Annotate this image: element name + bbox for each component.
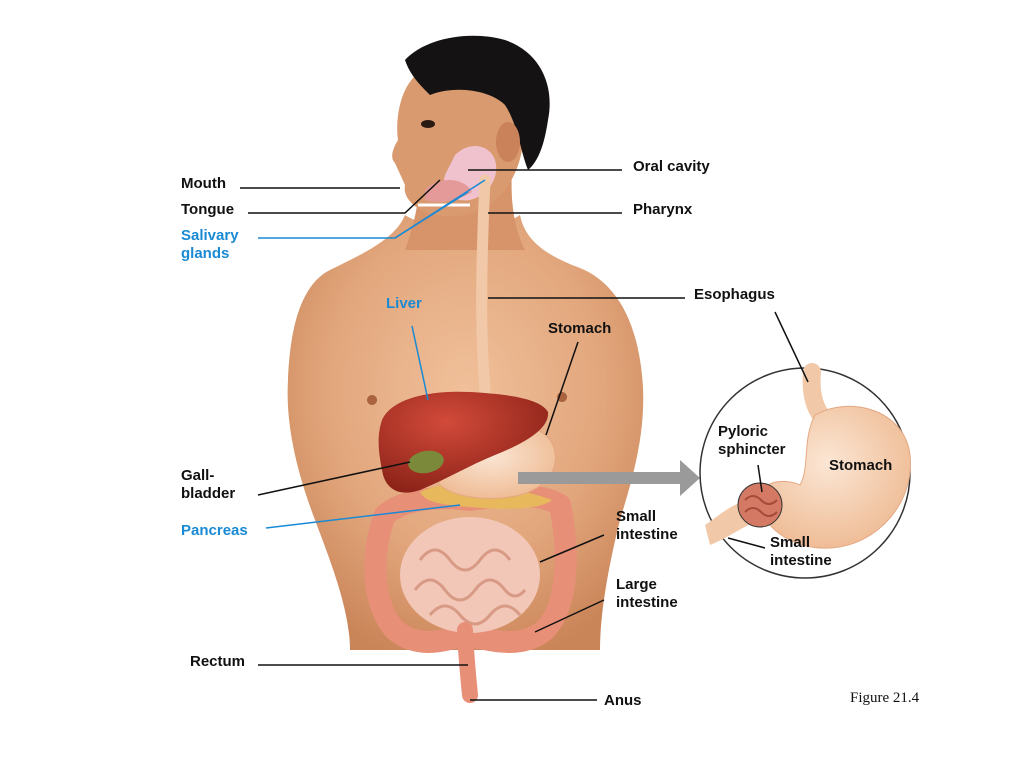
label-mouth: Mouth: [181, 175, 226, 192]
inset-arrow: [518, 460, 700, 496]
label-inset-stomach: Stomach: [829, 457, 893, 474]
gallbladder: [408, 450, 444, 474]
leader-lines-blue: [258, 179, 486, 529]
label-tongue: Tongue: [181, 201, 235, 218]
label-stomach: Stomach: [548, 320, 612, 337]
label-large-intestine: Large intestine: [616, 576, 678, 611]
leader-lines: [240, 169, 809, 701]
label-esophagus: Esophagus: [694, 286, 775, 303]
figure-number: Figure 21.4: [850, 690, 920, 706]
label-inset-small-intestine: Small intestine: [770, 534, 832, 569]
label-gallbladder: Gall- bladder: [181, 467, 236, 502]
inset-sphincter-folds: [744, 495, 778, 517]
label-pyloric-sphincter: Pyloric sphincter: [718, 423, 786, 458]
ear: [496, 122, 520, 162]
label-liver: Liver: [386, 295, 422, 312]
label-oral-cavity: Oral cavity: [633, 158, 710, 175]
inset-pyloric-sphincter: [737, 482, 783, 528]
label-anus: Anus: [604, 692, 642, 709]
label-pharynx: Pharynx: [633, 201, 693, 218]
label-salivary-glands: Salivary glands: [181, 227, 239, 262]
hair: [405, 35, 550, 170]
small-intestine: [400, 517, 540, 633]
label-rectum: Rectum: [190, 653, 246, 670]
inset-stomach: [759, 405, 911, 549]
eye: [421, 120, 435, 128]
small-intestine-coils: [413, 548, 527, 626]
label-small-intestine: Small intestine: [616, 508, 678, 543]
label-pancreas: Pancreas: [181, 522, 248, 539]
rectum: [457, 622, 478, 703]
